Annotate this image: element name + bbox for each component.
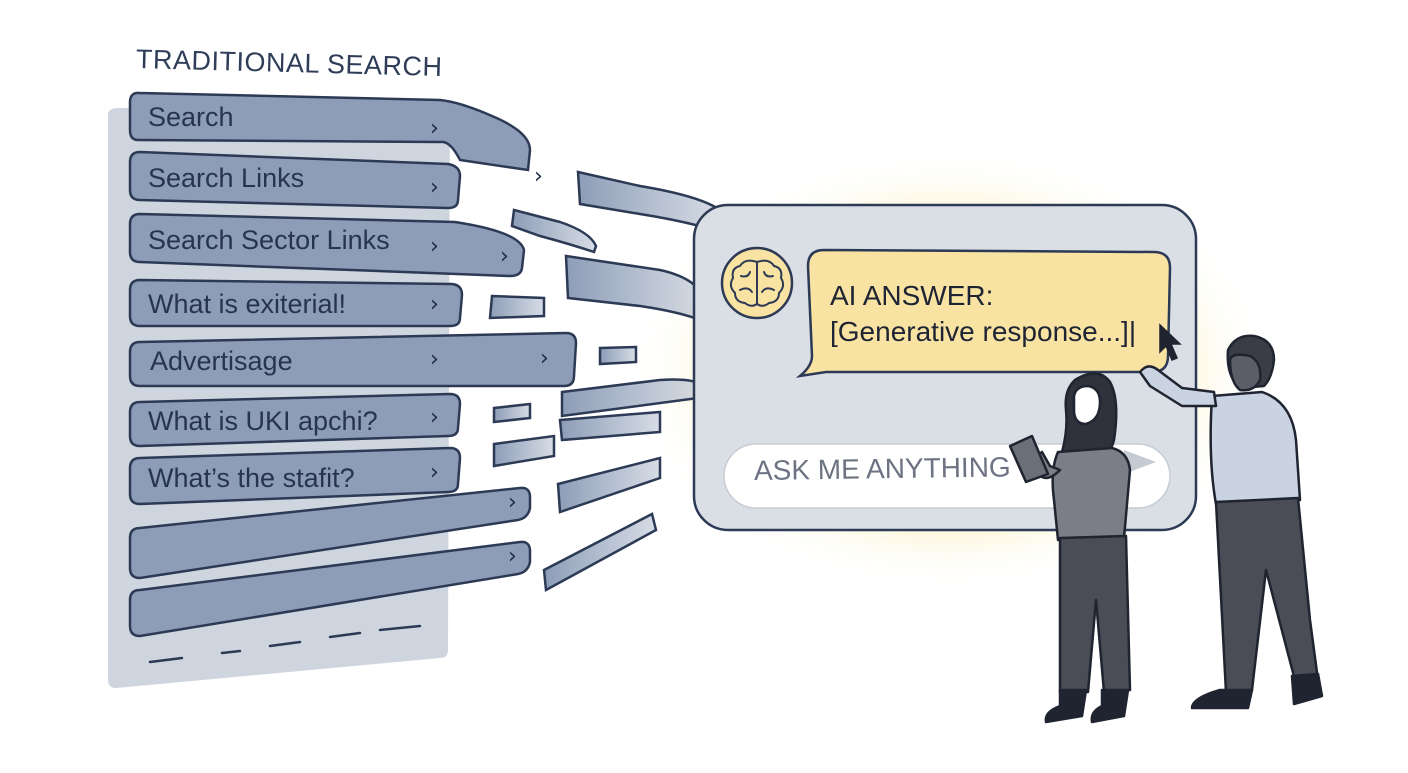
result-bar-3: [128, 212, 526, 278]
result-bar-8: [128, 486, 532, 580]
chevron-right-icon: ›: [430, 175, 439, 200]
ai-answer-title: AI ANSWER:: [830, 280, 994, 311]
result-bar-2: [128, 150, 462, 210]
ai-answer-bubble: [795, 248, 1172, 378]
chevron-right-icon: ›: [508, 544, 517, 569]
ai-answer-text: [Generative response...]|: [830, 316, 1137, 347]
chevron-right-icon: ›: [430, 116, 439, 141]
result-label-stafit[interactable]: What’s the stafit?: [148, 463, 355, 493]
result-bars: [128, 91, 578, 638]
mouse-pointer-icon: [1159, 323, 1182, 361]
person-man: [1138, 334, 1324, 710]
send-arrow-icon: [1124, 450, 1156, 474]
chevron-right-icon: ›: [430, 405, 439, 430]
chevron-right-icon: ›: [540, 346, 549, 371]
chevron-right-icon: ›: [500, 244, 509, 269]
chevron-right-icon: ›: [430, 347, 439, 372]
result-label-uki-apchi[interactable]: What is UKI apchi?: [148, 406, 378, 436]
result-bar-4: [128, 278, 464, 328]
person-woman: [1008, 372, 1132, 724]
result-bar-7: [128, 446, 462, 506]
result-label-search-links[interactable]: Search Links: [148, 163, 305, 193]
result-bar-6: [128, 392, 462, 448]
chevron-right-icon: ›: [430, 234, 439, 259]
result-label-exiterial[interactable]: What is exiterial!: [148, 289, 347, 319]
result-label-search-sector-links[interactable]: Search Sector Links: [148, 225, 390, 255]
result-bar-1: [128, 91, 532, 172]
brain-icon: [720, 246, 794, 320]
flow-fragments: [488, 170, 722, 592]
chevron-right-icon: ›: [508, 490, 517, 515]
result-label-search[interactable]: Search: [148, 102, 234, 132]
result-dashes: [148, 624, 422, 664]
chevron-right-icon: ›: [534, 164, 543, 189]
result-label-advertisage[interactable]: Advertisage: [150, 346, 293, 376]
result-bar-5: [128, 331, 578, 388]
result-bar-9: [128, 540, 532, 638]
ask-input-placeholder[interactable]: ASK ME ANYTHING: [753, 451, 1011, 486]
chevron-right-icon: ›: [430, 460, 439, 485]
chevron-right-icon: ›: [430, 292, 439, 317]
